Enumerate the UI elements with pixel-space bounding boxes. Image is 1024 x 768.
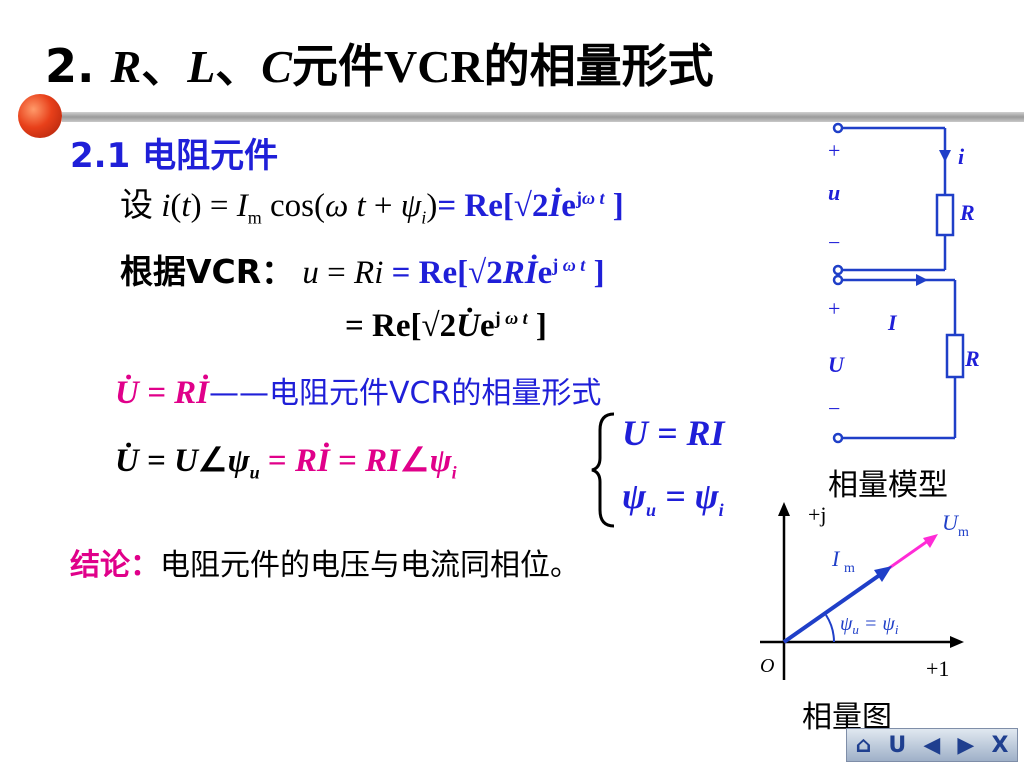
u-phasor-label: U (942, 510, 960, 535)
phasor-vcr-line: U̇ = Rİ——电阻元件VCR的相量形式 (115, 375, 602, 411)
title-sep: 、 (141, 39, 188, 93)
title-cn1: 元件 (291, 39, 384, 93)
title-number: 2. (45, 39, 95, 93)
u-phasor-sub: m (958, 525, 969, 540)
equation-line-3: = Re[√2U̇ej ω t ] (345, 308, 547, 344)
title-cn2: 的相量形式 (483, 39, 714, 93)
title-bullet-icon (18, 94, 62, 138)
slide-title: 2. R、L、C元件VCR的相量形式 (45, 30, 714, 96)
title-divider (62, 112, 1024, 122)
bot-u: U (828, 352, 845, 377)
current-phasor (782, 570, 886, 644)
top-minus: − (828, 230, 840, 255)
title-l: L (187, 41, 216, 92)
phasor-diagram: +j +1 O U m I m ψu = ψi (760, 502, 969, 681)
section-subtitle: 2.1 电阻元件 (70, 136, 279, 176)
conclusion: 结论：电阻元件的电压与电流同相位。 (70, 540, 580, 584)
equation-prefix: 设 (120, 185, 153, 224)
next-slide-button[interactable]: ▶ (957, 732, 975, 758)
title-sep: 、 (215, 39, 262, 93)
phasor-model-label: 相量模型 (828, 468, 948, 503)
origin-label: O (760, 655, 774, 677)
phasor-polar-line: U̇ = U∠ψu = Rİ = RI∠ψi (115, 443, 457, 483)
conclusion-text: 电阻元件的电压与电流同相位。 (160, 548, 580, 583)
equation-line-2: 根据VCR： u = Ri = Re[√2Rİej ω t ] (120, 252, 605, 291)
top-r: R (959, 200, 975, 225)
bot-plus: + (828, 296, 840, 321)
i-phasor-sub: m (844, 561, 855, 576)
slide-navigation: ⌂ U ◀ ▶ X (846, 728, 1018, 762)
title-r: R (110, 41, 142, 92)
vcr-label: ——电阻元件VCR的相量形式 (209, 376, 602, 411)
magnitude-relation: U = RI (622, 413, 725, 453)
top-i: i (958, 144, 965, 169)
title-vcr: VCR (383, 41, 484, 92)
bot-minus: − (828, 396, 840, 421)
bot-i: I (887, 310, 898, 335)
top-u: u (828, 180, 840, 205)
conclusion-key: 结论： (70, 548, 160, 583)
i-phasor-label: I (831, 546, 841, 571)
axis-j-label: +j (808, 502, 827, 527)
bot-r: R (964, 346, 980, 371)
equation-prefix: 根据VCR： (120, 252, 295, 291)
angle-label: ψu = ψi (840, 613, 899, 637)
axis-1-label: +1 (926, 656, 949, 681)
previous-slide-button[interactable]: ◀ (923, 732, 941, 758)
equation-line-1: 设 i(t) = Im cos(ω t + ψi)= Re[√2İejω t ] (120, 185, 624, 228)
curly-brace (591, 412, 615, 528)
return-icon[interactable]: U (888, 732, 907, 758)
circuit-diagram: + u − i R + U − I R (828, 122, 980, 444)
top-plus: + (828, 138, 840, 163)
close-button[interactable]: X (991, 732, 1009, 758)
home-icon[interactable]: ⌂ (855, 732, 872, 758)
title-c: C (261, 41, 292, 92)
phase-relation: ψu = ψi (622, 476, 724, 521)
